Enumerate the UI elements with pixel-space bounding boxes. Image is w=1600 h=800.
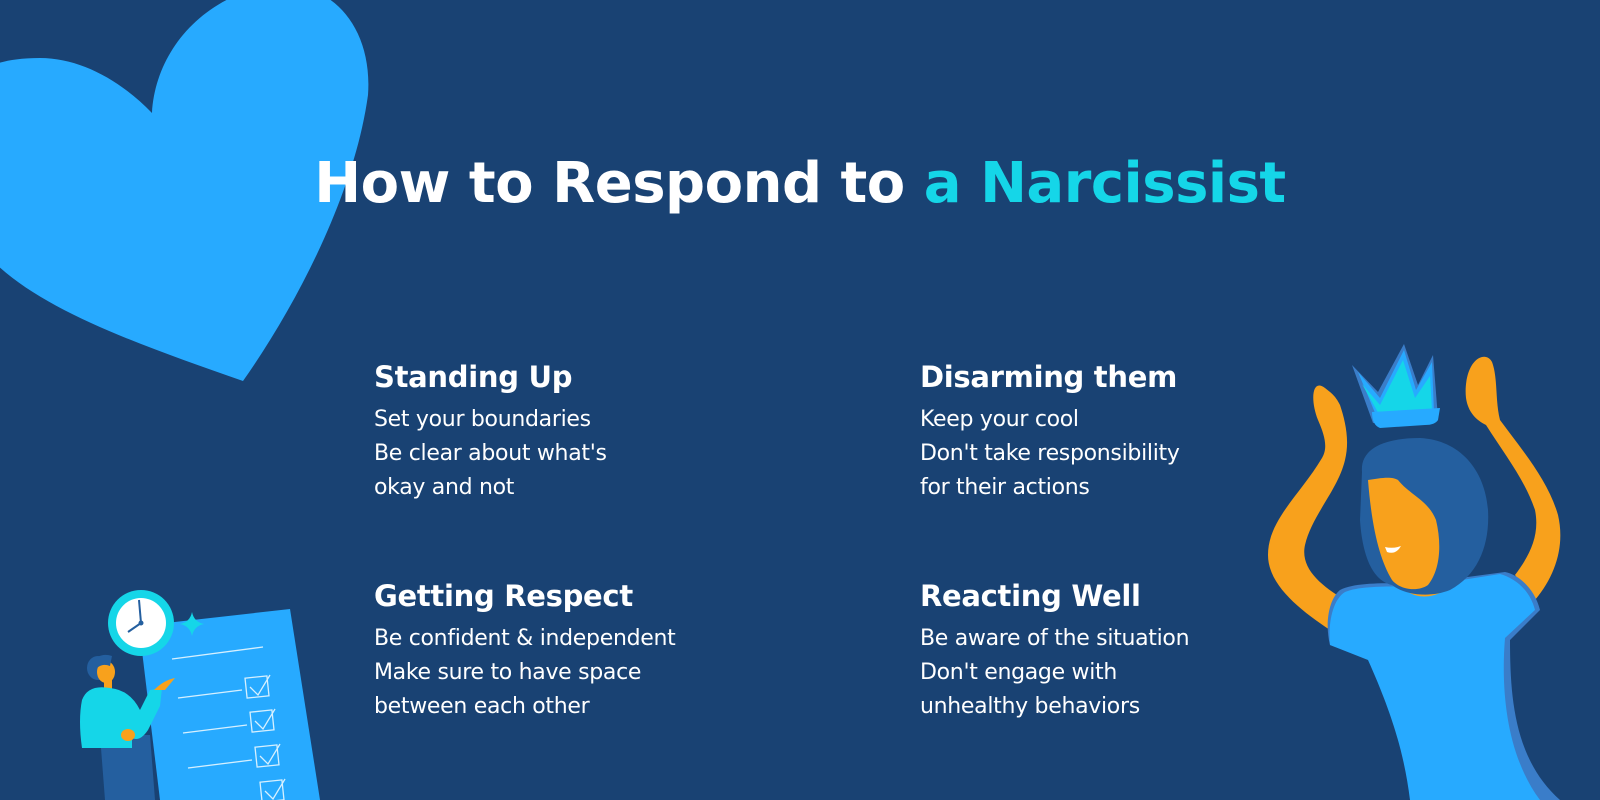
card-line: for their actions — [920, 475, 1090, 500]
card-heading: Standing Up — [374, 360, 573, 394]
card-line: Be clear about what's — [374, 441, 607, 466]
card-line: between each other — [374, 694, 590, 719]
crown-icon — [1352, 344, 1440, 428]
card-line: Be aware of the situation — [920, 626, 1190, 651]
card-line: unhealthy behaviors — [920, 694, 1140, 719]
card-line: okay and not — [374, 475, 515, 500]
title-accent: a Narcissist — [923, 151, 1286, 216]
card-line: Be confident & independent — [374, 626, 676, 651]
card-line: Set your boundaries — [374, 407, 591, 432]
card-line: Make sure to have space — [374, 660, 642, 685]
heart-icon — [0, 0, 369, 381]
card-line: Keep your cool — [920, 407, 1079, 432]
card-disarming-them: Disarming them Keep your cool Don't take… — [920, 357, 1280, 505]
card-line: Don't engage with — [920, 660, 1118, 685]
page-title: How to Respond to a Narcissist — [0, 146, 1600, 222]
checklist-illustration — [80, 590, 320, 800]
card-standing-up: Standing Up Set your boundaries Be clear… — [374, 357, 734, 505]
card-heading: Getting Respect — [374, 579, 633, 613]
card-line: Don't take responsibility — [920, 441, 1180, 466]
card-getting-respect: Getting Respect Be confident & independe… — [374, 576, 734, 724]
card-reacting-well: Reacting Well Be aware of the situation … — [920, 576, 1280, 724]
title-main: How to Respond to — [314, 151, 905, 216]
card-heading: Disarming them — [920, 360, 1177, 394]
woman-with-crown-illustration — [1268, 344, 1561, 800]
card-heading: Reacting Well — [920, 579, 1141, 613]
